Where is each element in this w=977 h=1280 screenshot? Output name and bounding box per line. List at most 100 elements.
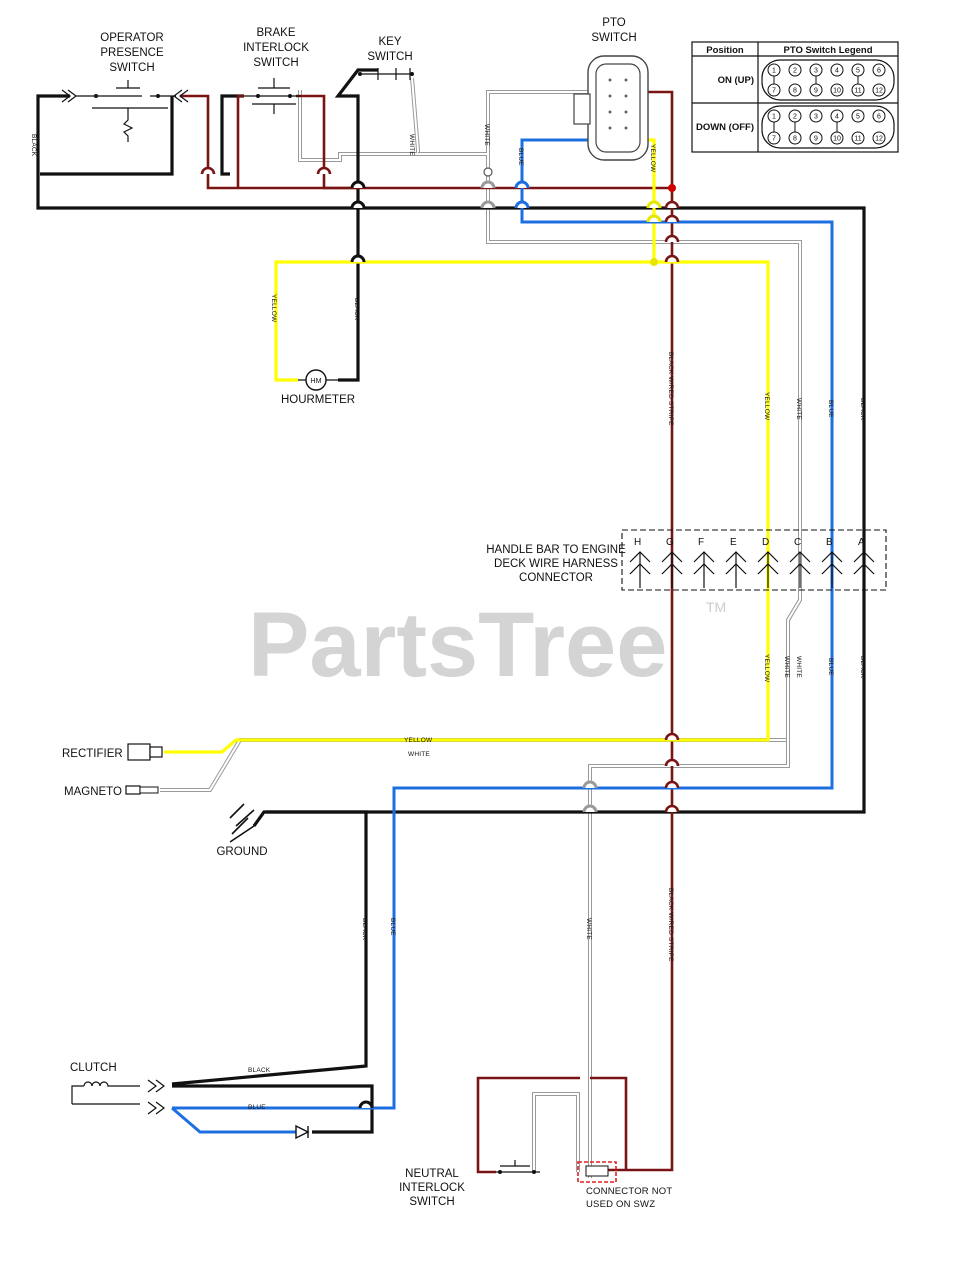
hump (664, 780, 680, 789)
pto-switch-inner (595, 63, 641, 153)
hourmeter-symbol-text: HM (311, 378, 322, 385)
legend-pin-number: 6 (877, 114, 881, 121)
clutch-coil-icon (71, 1081, 140, 1105)
hump (664, 804, 680, 813)
harness-pin-chevron-icon (821, 551, 843, 588)
legend-pin-circle (809, 131, 823, 145)
pto-switch-label-1: PTO (602, 17, 625, 29)
wire-label-yellow-5: YELLOW (404, 737, 433, 744)
operator-presence-switch: OPERATOR PRESENCE SWITCH (61, 32, 189, 142)
contact-dot (288, 94, 292, 98)
unused-connector (585, 1165, 609, 1177)
wire-label-blue-4: BLUE (389, 918, 396, 936)
white-wire-neutral-core (589, 599, 801, 1178)
hump (582, 780, 598, 789)
key-switch-label-2: SWITCH (367, 51, 412, 63)
contact-dot (156, 94, 160, 98)
wire-label-black-4: BLACK (859, 656, 866, 679)
wire-label-black-2: BLACK (353, 298, 360, 321)
rectifier-label: RECTIFIER (62, 748, 123, 760)
white-wire-keyswitch-core (299, 77, 419, 161)
hump (664, 254, 680, 263)
harness-pin-chevron-icon (757, 551, 779, 588)
harness-pin-chevron-icon (725, 551, 747, 588)
legend-pin-number: 1 (772, 114, 776, 121)
black-wire-brake (220, 94, 244, 176)
ground-label: GROUND (216, 846, 267, 858)
white-wire-magneto (160, 172, 802, 792)
hump (514, 200, 530, 209)
diode-icon (295, 1124, 310, 1140)
harness-pin-chevron-icon (789, 551, 811, 588)
wire-label-yellow-3: YELLOW (763, 392, 770, 421)
wire-label-white-3: WHITE (795, 398, 802, 420)
ground-symbol: GROUND (216, 803, 268, 858)
magneto: MAGNETO (64, 785, 159, 798)
white-wire-neutral-switch (532, 1092, 580, 1172)
legend-pin-number: 10 (833, 136, 841, 143)
harness-label-1: HANDLE BAR TO ENGINE (486, 544, 626, 556)
hump (664, 200, 680, 209)
brake-switch-contacts (244, 78, 300, 114)
harness-connector-frame (621, 529, 887, 591)
legend-pin-number: 2 (793, 114, 797, 121)
legend-pin-number: 8 (793, 136, 797, 143)
legend-pin-number: 8 (793, 88, 797, 95)
blue-wire-main (172, 138, 834, 1110)
legend-pin-number: 4 (835, 114, 839, 121)
legend-pin-circle (851, 131, 865, 145)
clutch: CLUTCH (70, 1062, 310, 1140)
hump (514, 180, 530, 189)
harness-pin-letter: A (858, 537, 865, 548)
hump (350, 254, 366, 263)
pto-switch-body (587, 55, 649, 161)
wire-labels: BLACK WHITE WHITE BLUE YELLOW YELLOW BLA… (30, 124, 866, 1111)
clutch-label: CLUTCH (70, 1062, 117, 1074)
legend-pin-circle (872, 83, 886, 97)
hump (646, 214, 662, 223)
hourmeter: HM HOURMETER (281, 369, 355, 406)
wire-label-white-1: WHITE (408, 134, 415, 156)
hump (664, 732, 680, 741)
legend-header-title: PTO Switch Legend (783, 45, 872, 56)
wire-label-yellow-1: YELLOW (649, 144, 656, 173)
hourmeter-label: HOURMETER (281, 394, 355, 406)
white-wire-pto (418, 90, 600, 172)
connector-chevron (147, 1079, 165, 1093)
legend-pin-number: 4 (835, 68, 839, 75)
red-stripe-wires (180, 90, 676, 1174)
harness-pin-chevron-icon (853, 551, 875, 588)
white-wires (160, 77, 802, 1178)
harness-pin-letter: B (826, 537, 833, 548)
wire-label-yellow-2: YELLOW (270, 294, 277, 323)
black-wire-hourmeter (334, 68, 378, 382)
wire-label-white-5: WHITE (795, 656, 802, 678)
legend-pin-number: 3 (814, 68, 818, 75)
operator-presence-label-2: PRESENCE (100, 47, 164, 59)
red-wire-neutral-loop (476, 1076, 628, 1174)
hump (646, 200, 662, 209)
red-junction (668, 184, 676, 192)
neutral-label-3: SWITCH (409, 1196, 454, 1208)
harness-pin-chevron-icon (629, 551, 651, 588)
legend-pin-number: 9 (814, 88, 818, 95)
key-switch: KEY SWITCH (358, 36, 414, 80)
black-wires (36, 68, 866, 1134)
brake-interlock-switch: BRAKE INTERLOCK SWITCH (243, 27, 309, 114)
legend-pin-number: 7 (772, 136, 776, 143)
red-wire-brake (236, 94, 244, 188)
harness-pin-letter: G (666, 537, 674, 548)
white-wire-neutral-switch-core (533, 1093, 579, 1172)
neutral-interlock-switch: NEUTRAL INTERLOCK SWITCH CONNECTOR NOT U… (399, 1160, 672, 1210)
yellow-junction (650, 258, 658, 266)
legend-pin-circle (851, 109, 865, 123)
harness-pin-letter: D (762, 537, 769, 548)
pto-switch: PTO SWITCH (573, 17, 649, 161)
switch-contacts (76, 80, 176, 97)
white-wire-magneto-core (160, 172, 801, 791)
brake-interlock-label-2: INTERLOCK (243, 42, 309, 54)
contact-dot (94, 94, 98, 98)
hump (358, 1100, 374, 1109)
